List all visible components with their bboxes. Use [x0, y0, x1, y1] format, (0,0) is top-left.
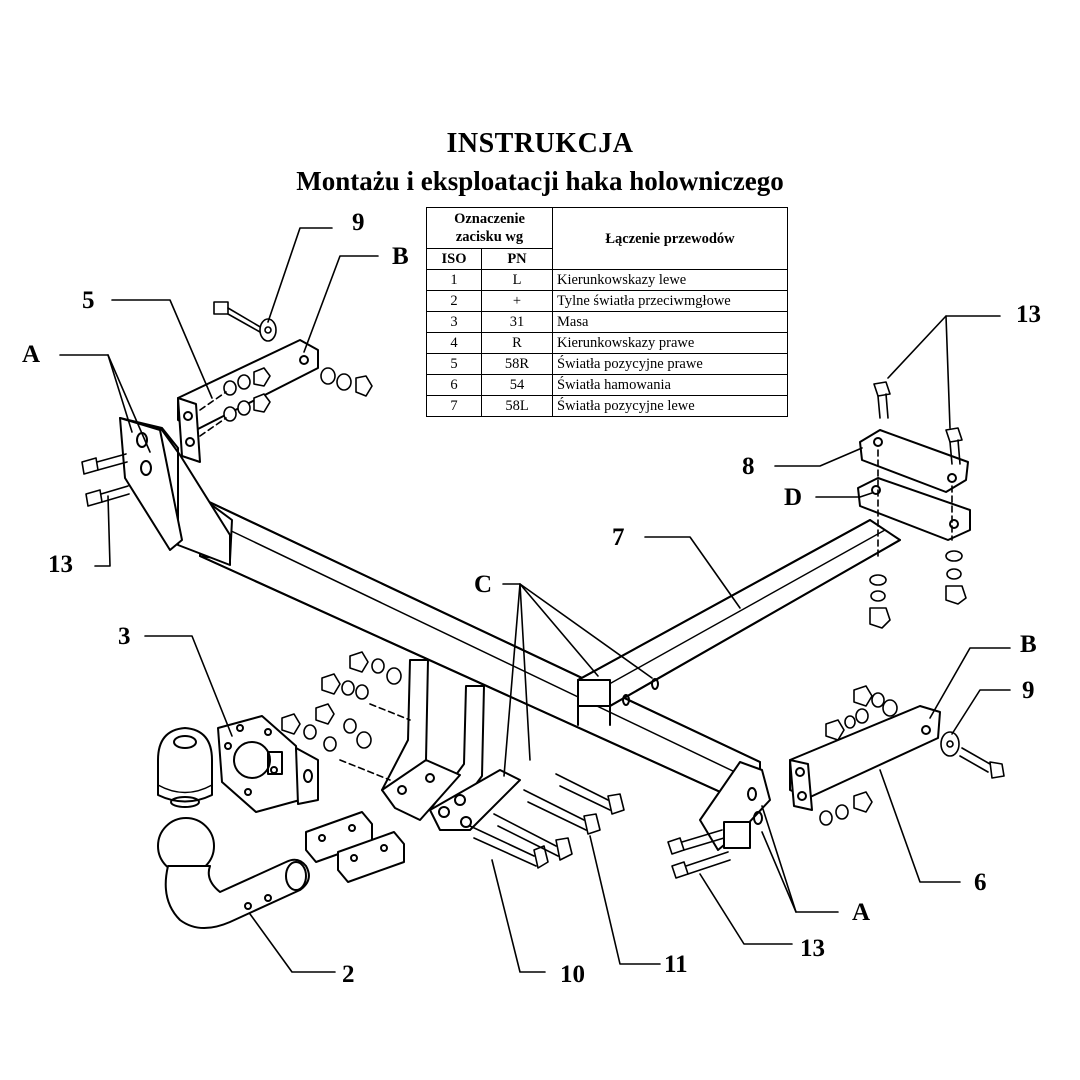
- left-side-bracket-5: [177, 339, 319, 463]
- bolt-set-left-13: [81, 453, 130, 507]
- wiring-subheader-row: ISO PN: [426, 248, 788, 270]
- right-plate-8: [859, 429, 969, 493]
- wiring-header-row: Oznaczenie zacisku wg Łączenie przewodów: [426, 207, 788, 270]
- right-mount-plate: [699, 761, 771, 851]
- callout-A-right: A: [852, 899, 870, 926]
- cross-tube-7: [577, 519, 901, 726]
- callout-13-left: 13: [48, 551, 73, 578]
- document-subtitle: Montażu i eksploatacji haka holowniczego: [296, 166, 784, 196]
- left-mount-plate: [119, 417, 231, 566]
- callout-B-right: B: [1020, 631, 1037, 658]
- cell-desc: Światła pozycyjne lewe: [552, 395, 788, 417]
- tow-ball-2: [157, 817, 310, 929]
- hardware-set-right-13: [869, 381, 967, 629]
- table-row: 2+Tylne światła przeciwmgłowe: [426, 290, 788, 312]
- cell-desc: Światła hamowania: [552, 374, 788, 396]
- callout-7: 7: [612, 524, 625, 551]
- cell-pn: 58R: [481, 353, 553, 375]
- tow-ball-cap: [157, 727, 213, 808]
- callout-9-right: 9: [1022, 677, 1035, 704]
- callout-11: 11: [664, 951, 688, 978]
- header-group: Oznaczenie zacisku wg: [426, 207, 553, 249]
- spacer-blocks: [305, 811, 405, 883]
- leader-lines: [59, 227, 1011, 973]
- callout-13-right-top: 13: [1016, 301, 1041, 328]
- cell-pn: 58L: [481, 395, 553, 417]
- wiring-table: Oznaczenie zacisku wg Łączenie przewodów…: [426, 207, 788, 417]
- hardware-set-right-mount: [819, 685, 1005, 826]
- callout-13-bottom: 13: [800, 935, 825, 962]
- long-bolts-10-11: [469, 773, 625, 869]
- cell-pn: 54: [481, 374, 553, 396]
- center-bracket: [381, 659, 521, 831]
- callout-5: 5: [82, 287, 95, 314]
- callout-9-top: 9: [352, 209, 365, 236]
- cell-desc: Kierunkowskazy prawe: [552, 332, 788, 354]
- callout-8: 8: [742, 453, 755, 480]
- hardware-set-center: [281, 651, 411, 781]
- document-title: INSTRUKCJA: [446, 128, 634, 159]
- callout-A-left: A: [22, 341, 40, 368]
- bolt-set-bottom-13: [667, 829, 731, 879]
- header-connection: Łączenie przewodów: [552, 207, 788, 270]
- right-side-bracket-6: [789, 705, 941, 811]
- callout-labels: 9 B 5 A 13 13 8 D 7 C 3 B 9 6 A 13 11 10…: [22, 209, 1041, 988]
- right-plate-D: [857, 477, 971, 541]
- callout-D: D: [784, 484, 802, 511]
- callout-2: 2: [342, 961, 355, 988]
- callout-3: 3: [118, 623, 131, 650]
- cell-pn: 31: [481, 311, 553, 333]
- callout-10: 10: [560, 961, 585, 988]
- callout-6: 6: [974, 869, 987, 896]
- hardware-set-top-left: [199, 301, 373, 437]
- callout-B-top: B: [392, 243, 409, 270]
- header-pn: PN: [481, 248, 553, 270]
- callout-C: C: [474, 571, 492, 598]
- cell-desc: Światła pozycyjne prawe: [552, 353, 788, 375]
- socket-plate-3: [217, 715, 319, 813]
